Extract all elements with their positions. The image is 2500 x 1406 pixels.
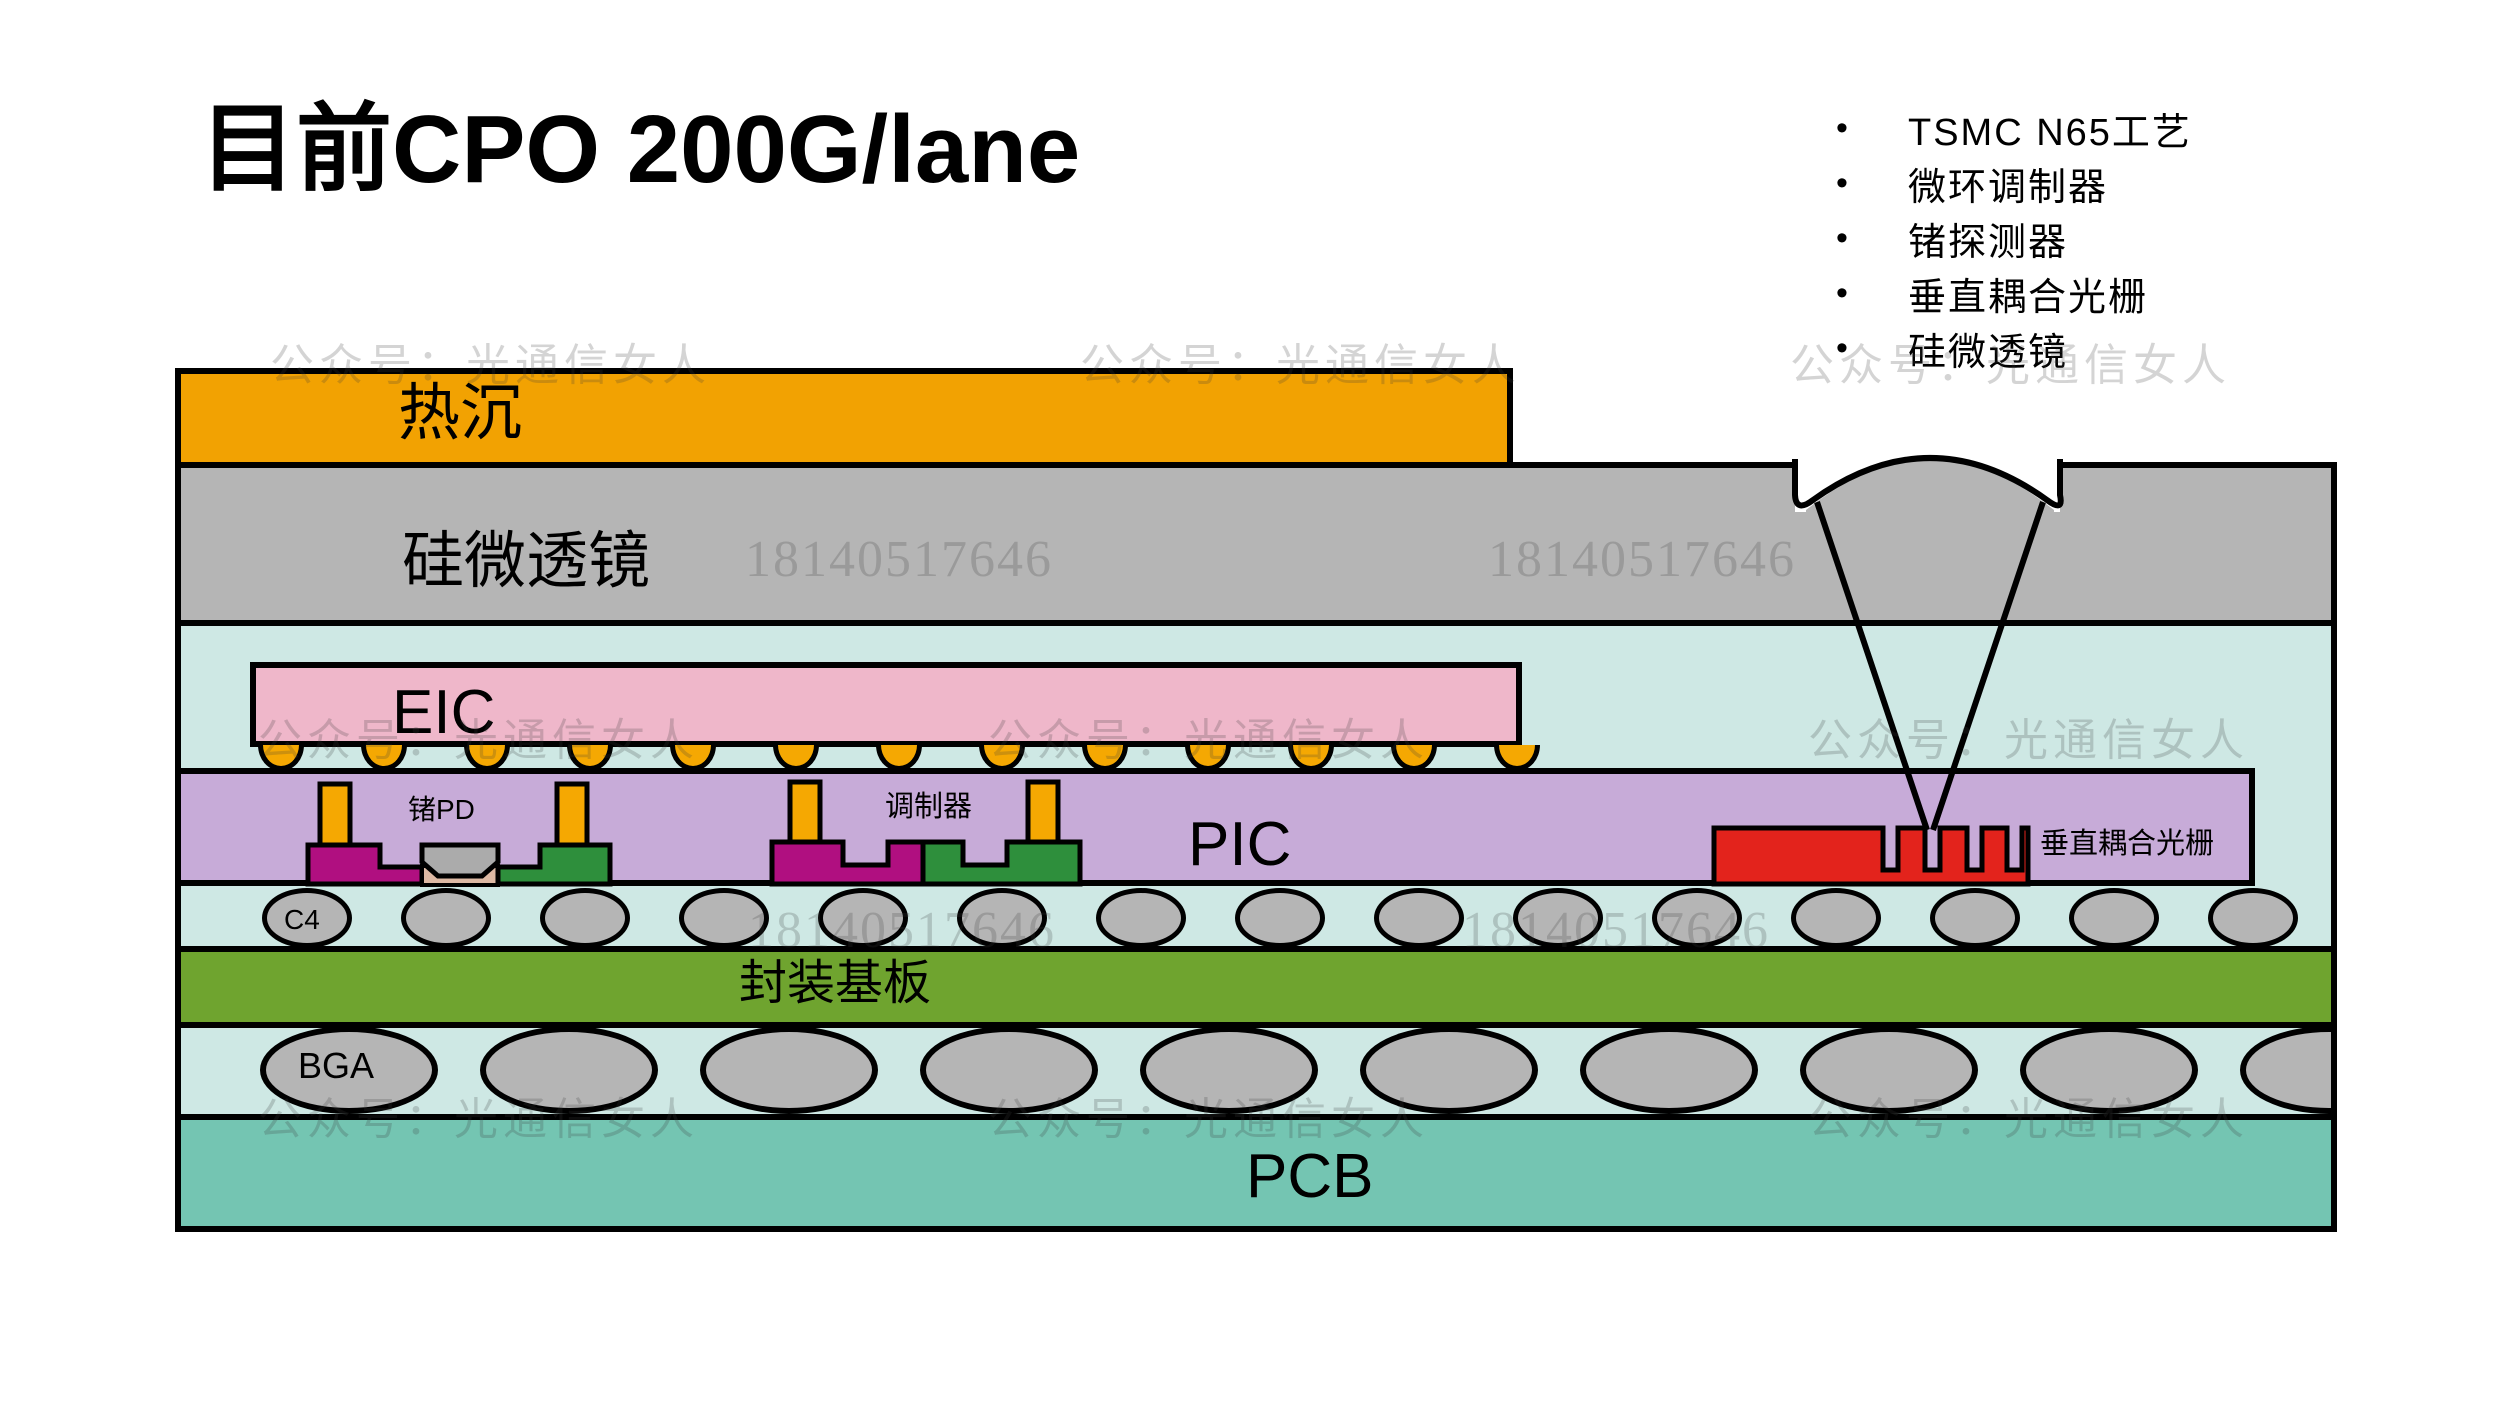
watermark-wechat: 公众号：光通信女人 bbox=[258, 716, 699, 765]
c4-bump bbox=[1374, 888, 1464, 948]
c4-bump bbox=[401, 888, 491, 948]
watermark-wechat: 公众号：光通信女人 bbox=[988, 1095, 1429, 1144]
c4-bump bbox=[957, 888, 1047, 948]
eic-label: EIC bbox=[392, 678, 496, 747]
c4-bump bbox=[1791, 888, 1881, 948]
bullet-item: • 微环调制器 bbox=[1832, 156, 2192, 211]
bullet-item: • 垂直耦合光栅 bbox=[1832, 266, 2192, 321]
c4-label: C4 bbox=[284, 904, 320, 935]
bga-ball bbox=[2020, 1026, 2198, 1114]
heatsink-layer bbox=[175, 368, 1513, 468]
watermark-wechat: 公众号：光通信女人 bbox=[270, 341, 711, 390]
pcb-label: PCB bbox=[1246, 1142, 1374, 1211]
bga-ball bbox=[2240, 1026, 2331, 1114]
microlens-label: 硅微透镜 bbox=[402, 527, 651, 596]
c4-bump bbox=[262, 888, 352, 948]
c4-bump bbox=[1096, 888, 1186, 948]
watermark-wechat: 公众号：光通信女人 bbox=[258, 1095, 699, 1144]
bga-ball bbox=[700, 1026, 878, 1114]
bga-ball bbox=[260, 1026, 438, 1114]
c4-bump bbox=[540, 888, 630, 948]
eic-die bbox=[250, 662, 1522, 747]
c4-bump bbox=[1652, 888, 1742, 948]
watermark-phone: 18140517646 bbox=[1488, 531, 1796, 588]
bullet-item: • 硅微透镜 bbox=[1832, 321, 2192, 376]
bullet-dot: • bbox=[1836, 329, 1850, 367]
watermark-phone: 18140517646 bbox=[745, 531, 1053, 588]
bullet-dot: • bbox=[1836, 164, 1850, 202]
bullet-dot: • bbox=[1836, 274, 1850, 312]
c4-bump bbox=[1513, 888, 1603, 948]
bullet-dot: • bbox=[1836, 219, 1850, 257]
bullet-list: • TSMC N65工艺 • 微环调制器 • 锗探测器 • 垂直耦合光栅 • 硅微透镜 bbox=[1832, 101, 2192, 376]
watermark-wechat: 公众号：光通信女人 bbox=[1808, 1095, 2249, 1144]
page-title: 目前CPO 200G/lane bbox=[200, 96, 1081, 203]
substrate-label: 封装基板 bbox=[739, 957, 932, 1010]
bga-ball bbox=[920, 1026, 1098, 1114]
bga-bumps bbox=[181, 626, 2331, 1226]
watermark-wechat: 公众号：光通信女人 bbox=[1808, 716, 2249, 765]
c4-bump bbox=[679, 888, 769, 948]
c4-bump bbox=[818, 888, 908, 948]
watermark-phone: 18140517646 bbox=[1462, 902, 1770, 959]
package-substrate bbox=[175, 946, 2337, 1028]
bullet-label: 硅微透镜 bbox=[1908, 332, 2069, 374]
heatsink-label: 热沉 bbox=[398, 379, 523, 448]
c4-bump bbox=[1235, 888, 1325, 948]
pic-label: PIC bbox=[1188, 810, 1292, 879]
watermark-wechat: 公众号：光通信女人 bbox=[1080, 341, 1521, 390]
bullet-label: 微环调制器 bbox=[1908, 167, 2109, 209]
c4-bump bbox=[2069, 888, 2159, 948]
bullet-label: 锗探测器 bbox=[1908, 222, 2069, 264]
bga-ball bbox=[1140, 1026, 1318, 1114]
bullet-item: • TSMC N65工艺 bbox=[1832, 101, 2192, 156]
bga-ball bbox=[1580, 1026, 1758, 1114]
watermark-wechat: 公众号：光通信女人 bbox=[1790, 341, 2231, 390]
c4-bump bbox=[2208, 888, 2298, 948]
pcb-layer bbox=[175, 1114, 2337, 1232]
bga-label: BGA bbox=[298, 1045, 375, 1086]
bullet-label: 垂直耦合光栅 bbox=[1908, 277, 2149, 319]
c4-bump bbox=[1930, 888, 2020, 948]
modulator-label: 调制器 bbox=[885, 791, 973, 823]
bullet-label: TSMC N65工艺 bbox=[1908, 112, 2192, 154]
bga-ball bbox=[480, 1026, 658, 1114]
bullet-item: • 锗探测器 bbox=[1832, 211, 2192, 266]
watermark-wechat: 公众号：光通信女人 bbox=[988, 716, 1429, 765]
watermark-phone: 18140517646 bbox=[748, 902, 1056, 959]
bga-ball bbox=[1800, 1026, 1978, 1114]
bga-ball bbox=[1360, 1026, 1538, 1114]
ge-pd-label: 锗PD bbox=[408, 794, 475, 825]
bullet-dot: • bbox=[1836, 109, 1850, 147]
grating-label: 垂直耦合光栅 bbox=[2040, 828, 2215, 860]
